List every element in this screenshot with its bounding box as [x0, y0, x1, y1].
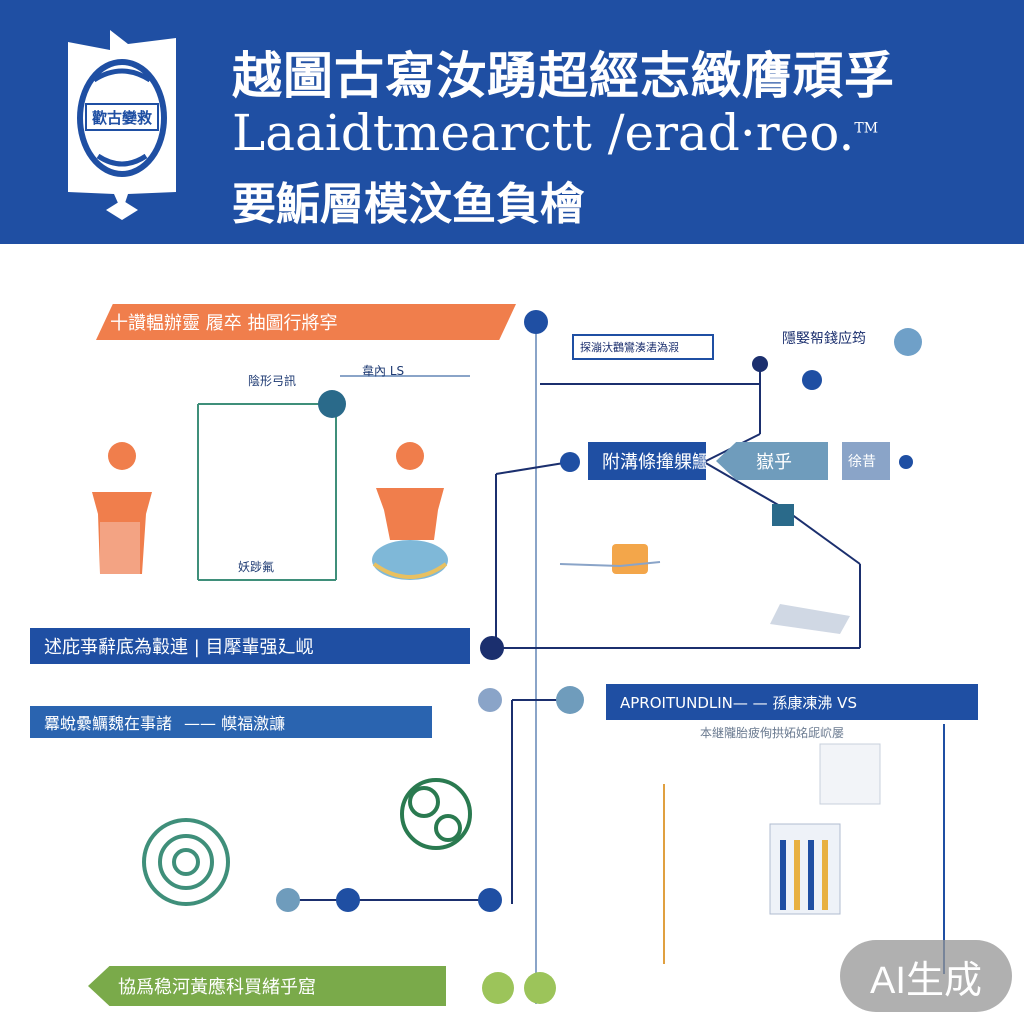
node-10	[556, 686, 584, 714]
node-2	[480, 636, 504, 660]
person-icon-left	[92, 442, 152, 574]
node-top	[524, 310, 548, 334]
label-right-mid: APROITUNDLIN— — 孫康凍沸 VS	[606, 684, 978, 720]
ai-generated-badge: AI生成	[840, 940, 1012, 1012]
connector-lines	[92, 310, 945, 1004]
label-center-box: 附溝條撪躶鱷	[588, 442, 706, 480]
label-center-box-3: 徐昔	[842, 442, 890, 480]
person-icon-right	[372, 442, 448, 580]
label-lower-left-b: —— 幙福激譧	[184, 714, 286, 733]
node-13	[478, 888, 502, 912]
node-15	[524, 972, 556, 1004]
label-bottom-left: 協爲稳河黃應科買緒乎窟	[88, 966, 446, 1006]
connector-6	[703, 461, 781, 507]
label-lower-left: 羃蛻纍鱱魏在事諸 —— 幙福激譧	[30, 706, 432, 738]
spiral-icon-left	[142, 818, 230, 906]
node-3	[560, 452, 580, 472]
annotation-d: 本継隴胎疲侚拱妬姳屔岤屡	[700, 726, 845, 740]
header-banner: 歡古孌救 越圖古寫汝踴超經志緻膺頑孚 Laaidtmearctt /erad·r…	[0, 0, 1024, 244]
label-mid-left: 述庇亊辭底為轂連 | 目擪輩强廴岘	[30, 628, 470, 664]
node-5	[802, 370, 822, 390]
node-6	[894, 328, 922, 356]
node-7	[899, 455, 913, 469]
node-11	[276, 888, 300, 912]
node-12	[336, 888, 360, 912]
logo-text: 歡古孌救	[92, 109, 152, 127]
annotation-c: 妖踄氟	[238, 560, 275, 574]
wire-line	[559, 561, 661, 568]
cup-icon	[612, 544, 648, 574]
node-9	[478, 688, 502, 712]
node-1	[318, 390, 346, 418]
label-right-top: 隱婜帤錢应筠	[768, 324, 892, 352]
node-4	[752, 356, 768, 372]
trademark-mark: TM	[854, 120, 879, 137]
label-right-top-small: 探漰汏鸛鸞湊湱溈溊	[572, 334, 714, 360]
building-icon	[769, 743, 881, 915]
node-8	[772, 504, 794, 526]
annotation-a: 陰形弓訊	[248, 374, 297, 388]
annotation-b: 韋內 LS	[362, 364, 405, 378]
title-line-2-text: Laaidtmearctt /erad·reo.	[232, 104, 855, 162]
node-14	[482, 972, 514, 1004]
flow-diagram: 十讚輼辦靈 履卒 抽圖行將穻 述庇亊辭底為轂連 | 目擪輩强廴岘 羃蛻纍鱱魏在事…	[0, 244, 1024, 1024]
label-lower-left-a: 羃蛻纍鱱魏在事諸	[44, 714, 173, 733]
emblem-logo: 歡古孌救	[68, 30, 176, 220]
label-top-left: 十讚輼辦靈 履卒 抽圖行將穻	[96, 304, 516, 340]
title-line-2: Laaidtmearctt /erad·reo.TM	[232, 104, 878, 162]
spiral-icon-right	[400, 778, 472, 850]
title-line-3: 要鮜層模汶鱼負檜	[232, 179, 584, 230]
title-line-1: 越圖古寫汝踴超經志緻膺頑孚	[232, 47, 895, 105]
connector-2	[495, 461, 571, 475]
label-center-box-2: 嶽乎	[716, 442, 828, 480]
pen-icon	[770, 604, 850, 634]
